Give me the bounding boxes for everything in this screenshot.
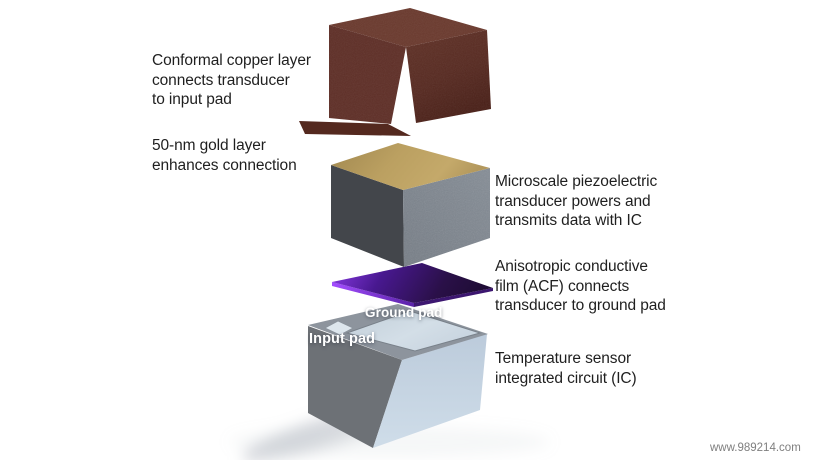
- watermark: www.989214.com: [710, 442, 801, 454]
- input-pad: [324, 320, 354, 336]
- gold-top-face: [331, 143, 490, 190]
- annotation-copper-layer: Conformal copper layer connects transduc…: [152, 52, 311, 108]
- ground-pad: [345, 310, 482, 352]
- ic-chip-3d: [308, 304, 488, 448]
- transducer-left-face: [331, 165, 404, 267]
- annotation-gold-layer: 50-nm gold layer enhances connection: [152, 137, 297, 174]
- annotation-ic-chip: Temperature sensor integrated circuit (I…: [495, 350, 637, 387]
- annotation-acf-film: Anisotropic conductive film (ACF) connec…: [495, 258, 666, 314]
- copper-foot-flange: [299, 121, 411, 136]
- ic-front-face: [373, 334, 487, 448]
- input-pad-label: Input pad: [309, 331, 376, 347]
- ground-pad-label: Ground pad: [365, 305, 443, 320]
- copper-layer-3d: [299, 8, 491, 136]
- acf-film-3d: [332, 263, 493, 307]
- copper-speckle-texture: [329, 8, 491, 124]
- acf-edge-right: [414, 288, 493, 307]
- ic-left-face: [308, 326, 402, 448]
- piezo-transducer-3d: [331, 143, 490, 267]
- annotation-transducer: Microscale piezoelectric transducer powe…: [495, 173, 658, 229]
- acf-top-face: [332, 263, 493, 303]
- acf-edge-left: [332, 282, 414, 307]
